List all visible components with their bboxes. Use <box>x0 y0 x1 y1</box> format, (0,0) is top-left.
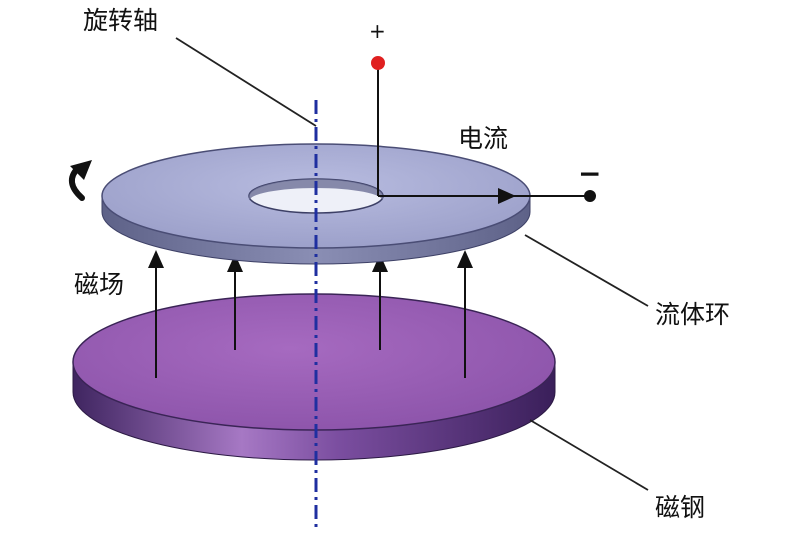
leader-lines <box>175 37 649 491</box>
ring-leader-line <box>524 234 649 307</box>
magnet-top <box>72 293 556 431</box>
magnet-steel-label: 磁钢 <box>655 493 706 522</box>
negative-terminal-label: − <box>578 157 602 190</box>
positive-terminal <box>371 56 385 70</box>
negative-terminal <box>584 190 596 202</box>
rotation-axis-label: 旋转轴 <box>83 6 159 35</box>
axis-leader-line <box>175 37 317 127</box>
magnet-disc <box>72 293 556 461</box>
ring-hole-inner-wall <box>249 179 383 201</box>
magnetic-field-label: 磁场 <box>74 270 125 299</box>
current-label: 电流 <box>458 124 509 153</box>
magnet-leader-line <box>529 419 649 491</box>
current-circuit <box>371 56 596 204</box>
rotation-arrow-icon <box>69 160 92 201</box>
magnetic-field-arrows <box>148 250 473 378</box>
positive-terminal-label: + <box>369 19 386 43</box>
fluid-ring-label: 流体环 <box>655 300 731 329</box>
